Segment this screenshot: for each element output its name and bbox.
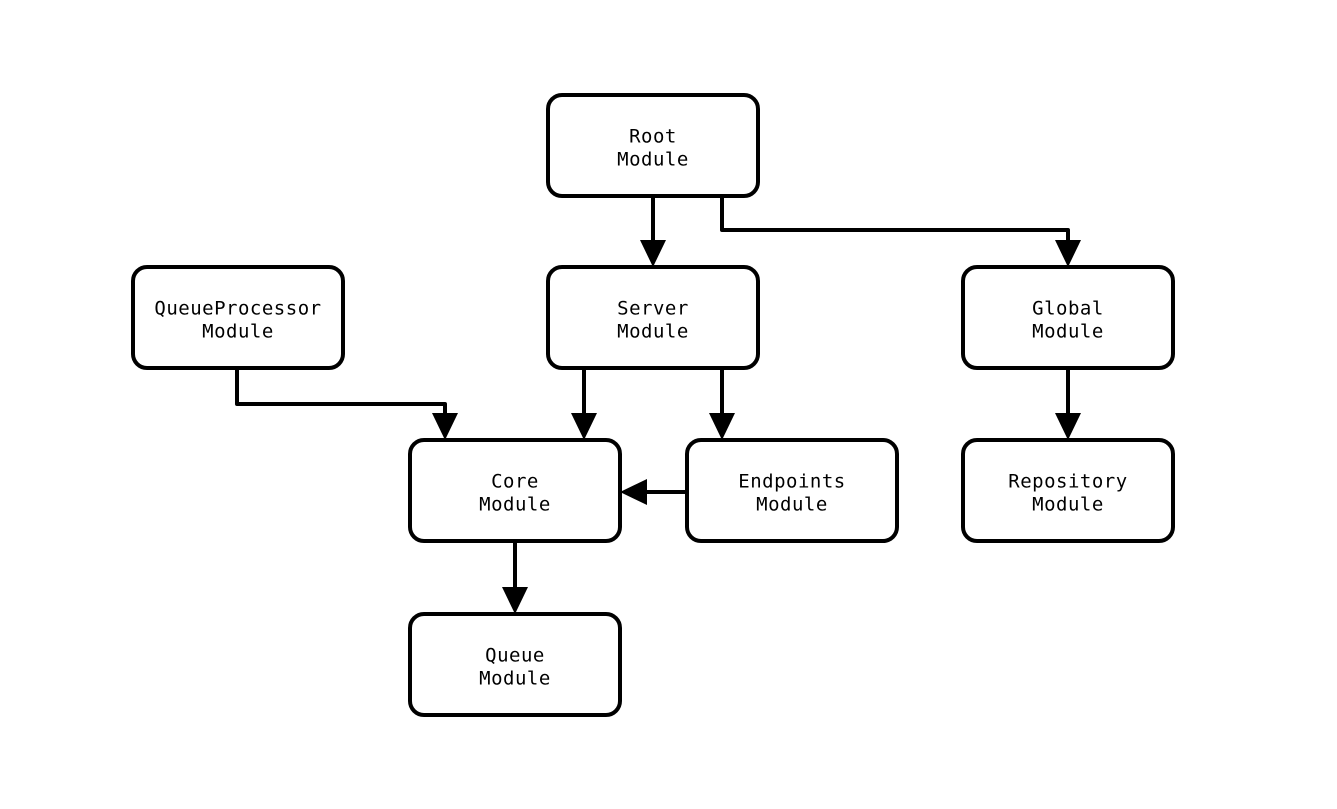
edge-queueprocessor-core <box>235 368 458 440</box>
node-label-line1: Server <box>617 298 689 320</box>
node-box[interactable] <box>961 438 1175 543</box>
node-label-line2: Module <box>479 668 551 690</box>
node-label-line1: Repository <box>1008 471 1127 493</box>
node-label-line1: QueueProcessor <box>154 298 321 320</box>
node-queue-module[interactable]: Queue Module <box>408 612 622 717</box>
node-box[interactable] <box>961 265 1175 370</box>
edge-server-endpoints <box>709 368 735 440</box>
edge-core-queue <box>502 541 528 614</box>
node-label-line2: Module <box>1032 494 1104 516</box>
node-label-line2: Module <box>479 494 551 516</box>
node-box[interactable] <box>408 612 622 717</box>
edge-global-repository <box>1055 368 1081 440</box>
node-label-line2: Module <box>617 149 689 171</box>
arrow-head-icon <box>620 479 647 505</box>
node-endpoints-module[interactable]: Endpoints Module <box>685 438 899 543</box>
node-label-line1: Queue <box>485 645 545 667</box>
node-label-line1: Global <box>1032 298 1104 320</box>
arrow-head-icon <box>640 240 666 267</box>
node-label-line1: Endpoints <box>738 471 845 493</box>
edge-server-core <box>571 368 597 440</box>
edge-line <box>720 196 1070 247</box>
node-root-module[interactable]: Root Module <box>546 93 760 198</box>
node-label-line1: Root <box>629 126 677 148</box>
arrow-head-icon <box>709 413 735 440</box>
node-label-line2: Module <box>202 321 274 343</box>
node-label-line2: Module <box>617 321 689 343</box>
edge-root-server <box>640 196 666 267</box>
node-label-line2: Module <box>756 494 828 516</box>
node-box[interactable] <box>131 265 345 370</box>
node-label-line2: Module <box>1032 321 1104 343</box>
node-box[interactable] <box>408 438 622 543</box>
node-box[interactable] <box>546 93 760 198</box>
node-queueprocessor-module[interactable]: QueueProcessor Module <box>131 265 345 370</box>
edge-line <box>235 368 447 420</box>
node-box[interactable] <box>546 265 760 370</box>
arrow-head-icon <box>571 413 597 440</box>
node-repository-module[interactable]: Repository Module <box>961 438 1175 543</box>
arrow-head-icon <box>502 587 528 614</box>
arrow-head-icon <box>1055 413 1081 440</box>
arrow-head-icon <box>432 413 458 440</box>
arrow-head-icon <box>1055 240 1081 267</box>
node-core-module[interactable]: Core Module <box>408 438 622 543</box>
node-global-module[interactable]: Global Module <box>961 265 1175 370</box>
edge-endpoints-core <box>620 479 687 505</box>
node-label-line1: Core <box>491 471 539 493</box>
edge-root-global <box>720 196 1081 267</box>
node-box[interactable] <box>685 438 899 543</box>
node-server-module[interactable]: Server Module <box>546 265 760 370</box>
